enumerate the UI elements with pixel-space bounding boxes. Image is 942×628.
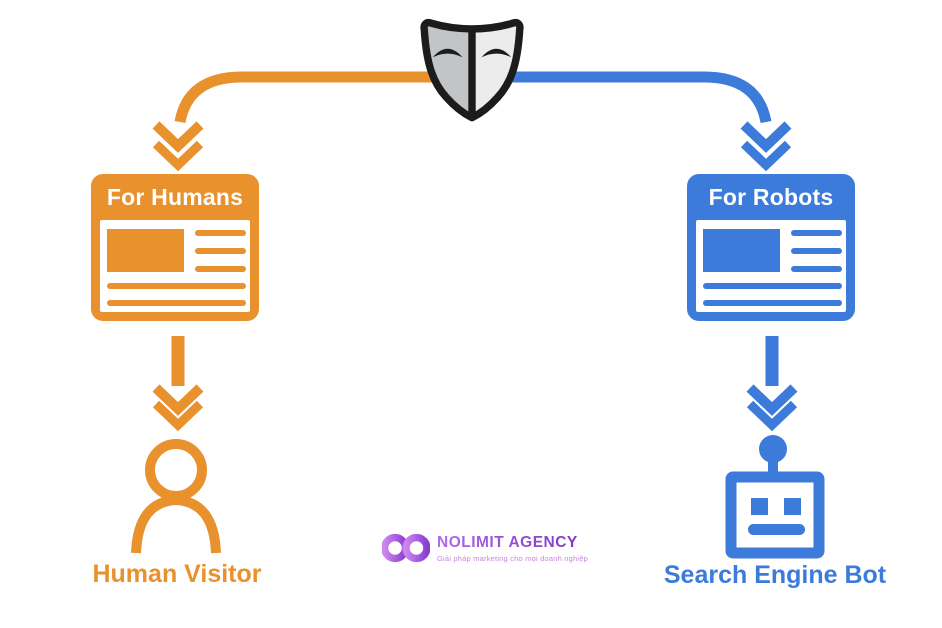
nolimit-agency-watermark: NOLIMIT AGENCY Giải pháp marketing cho m…: [382, 533, 588, 563]
text-line: [107, 283, 246, 289]
humans-page-preview: [100, 220, 250, 312]
humans-card-title: For Humans: [106, 183, 244, 210]
search-engine-bot-label: Search Engine Bot: [663, 561, 887, 589]
robots-page-preview: [696, 220, 846, 312]
down-arrow-left: [152, 336, 204, 432]
text-line: [703, 300, 842, 306]
robot-mouth: [748, 524, 805, 535]
robot-face-icon: [718, 428, 834, 562]
text-line: [107, 300, 246, 306]
text-line: [791, 266, 842, 272]
elbow-arrow-left: [152, 71, 445, 172]
infinity-icon: [382, 533, 430, 563]
robots-page-card: For Robots: [687, 174, 855, 321]
humans-page-card: For Humans: [91, 174, 259, 321]
down-arrow-right: [746, 336, 798, 432]
brand-tagline: Giải pháp marketing cho mọi doanh nghiệp: [437, 553, 589, 563]
robot-left-eye: [751, 498, 768, 515]
page-image-placeholder: [703, 229, 780, 272]
robot-right-eye: [784, 498, 801, 515]
human-visitor-label: Human Visitor: [92, 560, 262, 588]
text-line: [703, 283, 842, 289]
theater-mask-icon: [419, 17, 525, 123]
text-line: [195, 266, 246, 272]
robot-antenna: [759, 435, 787, 463]
person-outline-icon: [126, 434, 226, 559]
text-line: [791, 248, 842, 254]
page-image-placeholder: [107, 229, 184, 272]
text-line: [791, 230, 842, 236]
text-line: [195, 248, 246, 254]
mask-left-eye: [432, 48, 463, 58]
text-line: [195, 230, 246, 236]
robots-card-title: For Robots: [708, 183, 834, 210]
mask-right-eye: [481, 48, 512, 58]
brand-name: NOLIMIT AGENCY: [437, 534, 588, 552]
elbow-arrow-right: [500, 71, 792, 172]
